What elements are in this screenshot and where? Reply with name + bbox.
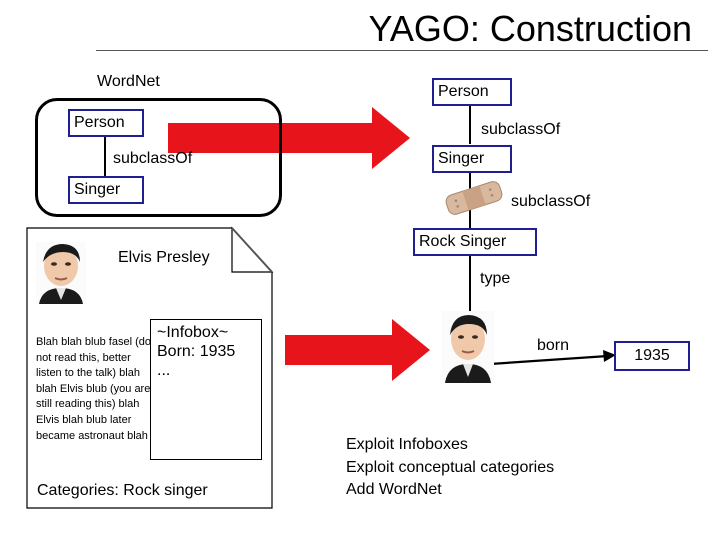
ontology-type-label: type <box>480 270 511 287</box>
ontology-subclassof-2: subclassOf <box>511 193 591 210</box>
article-document-shape <box>26 227 273 509</box>
elvis-photo-article <box>36 242 86 304</box>
ontology-person-node: Person <box>432 78 512 106</box>
article-categories: Categories: Rock singer <box>37 482 208 499</box>
article-title: Elvis Presley <box>118 249 210 266</box>
ontology-rock-singer-node: Rock Singer <box>413 228 537 256</box>
ontology-subclassof-1: subclassOf <box>481 121 561 138</box>
ontology-year-node: 1935 <box>614 341 690 371</box>
step-3: Add WordNet <box>346 481 442 498</box>
wordnet-connector <box>104 129 106 179</box>
step-1: Exploit Infoboxes <box>346 436 468 453</box>
article-infobox: ~Infobox~ Born: 1935 ... <box>150 319 262 460</box>
slide-title: YAGO: Construction <box>368 8 692 49</box>
wordnet-subclassof-label: subclassOf <box>113 150 193 167</box>
wordnet-label: WordNet <box>97 73 160 90</box>
wordnet-singer-node: Singer <box>68 176 144 204</box>
ontology-born-label: born <box>537 337 570 354</box>
title-underline <box>96 50 708 51</box>
step-2: Exploit conceptual categories <box>346 459 555 476</box>
born-arrow <box>489 354 609 366</box>
article-body-text: Blah blah blub fasel (do not read this, … <box>36 336 151 442</box>
red-arrow-bottom <box>285 319 430 381</box>
ontology-singer-node: Singer <box>432 145 512 173</box>
bandage-icon <box>445 181 503 215</box>
wordnet-person-node: Person <box>68 109 144 137</box>
red-arrow-top <box>168 107 410 169</box>
wordnet-frame <box>35 98 282 217</box>
elvis-photo-entity <box>442 311 494 383</box>
